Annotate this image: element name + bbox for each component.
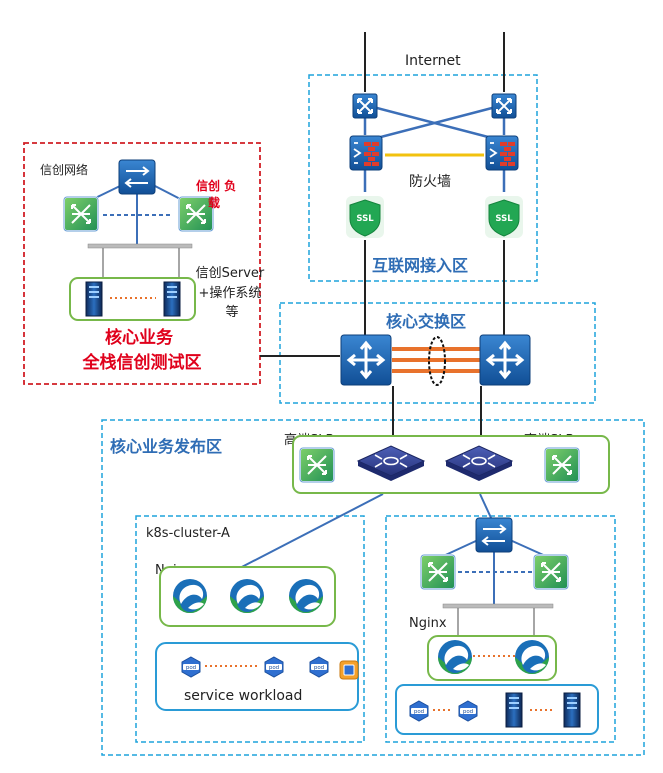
ssl-to-core-links <box>364 240 505 336</box>
xinchuang-lb-label: 信创 负 载 <box>196 178 240 210</box>
internet-label: Internet <box>405 53 461 69</box>
nginx-icon <box>230 579 264 613</box>
xinchuang-server-label: 信创Server +操作系统 等 <box>196 266 269 320</box>
nginx-right-label: Nginx <box>409 616 447 631</box>
load-balancer-icon <box>299 447 335 483</box>
internet-zone-title: 互联网接入区 <box>372 256 468 275</box>
ssl-shield-icon <box>345 195 385 239</box>
firewall-icon <box>485 135 519 171</box>
core-switch-zone-title: 核心交换区 <box>386 312 466 331</box>
pod-icon <box>309 656 329 678</box>
router-icon <box>491 93 517 119</box>
vm-icon <box>339 660 359 680</box>
core-trunk-links <box>392 347 480 373</box>
nginx-icon <box>173 579 207 613</box>
switch-icon <box>118 159 156 195</box>
server-icon <box>163 281 181 317</box>
router-icon <box>352 93 378 119</box>
server-icon <box>85 281 103 317</box>
ssl-shield-icon <box>484 195 524 239</box>
publish-zone-border <box>101 419 645 756</box>
internet-uplinks <box>364 32 505 92</box>
publish-zone-title: 核心业务发布区 <box>110 437 222 456</box>
xinchuang-network-label: 信创网络 <box>40 162 88 177</box>
slb-to-cluster-links <box>235 493 493 571</box>
nginx-icon <box>438 640 472 674</box>
xinchuang-bus <box>87 243 193 249</box>
right-workload-group <box>395 684 599 735</box>
pod-icon <box>409 700 429 722</box>
load-balancer-icon <box>63 196 99 232</box>
link-aggregation-marker <box>428 336 446 386</box>
right-cluster-border <box>385 515 616 743</box>
core-switch-icon <box>339 333 393 387</box>
load-balancer-icon <box>533 554 569 590</box>
right-cluster-bus <box>442 603 554 609</box>
internet-zone-links <box>363 106 506 192</box>
xinchuang-zone-border <box>23 142 261 385</box>
service-workload-label: service workload <box>184 688 302 704</box>
switch-icon <box>475 517 513 553</box>
server-icon <box>505 692 523 728</box>
k8s-cluster-border <box>135 515 365 743</box>
core-business-title: 核心业务 全栈信创测试区 <box>82 327 202 373</box>
load-balancer-icon <box>420 554 456 590</box>
firewall-label: 防火墙 <box>409 174 451 190</box>
pod-icon <box>264 656 284 678</box>
internet-zone-border <box>308 74 538 282</box>
nginx-icon <box>515 640 549 674</box>
k8s-cluster-label: k8s-cluster-A <box>146 526 230 541</box>
server-icon <box>563 692 581 728</box>
core-to-slb-links <box>392 386 482 435</box>
load-balancer-icon <box>544 447 580 483</box>
nginx-icon <box>289 579 323 613</box>
pod-icon <box>458 700 478 722</box>
firewall-icon <box>349 135 383 171</box>
pod-icon <box>181 656 201 678</box>
core-switch-icon <box>478 333 532 387</box>
core-switch-zone-border <box>279 302 596 404</box>
xinchuang-links <box>84 185 189 244</box>
